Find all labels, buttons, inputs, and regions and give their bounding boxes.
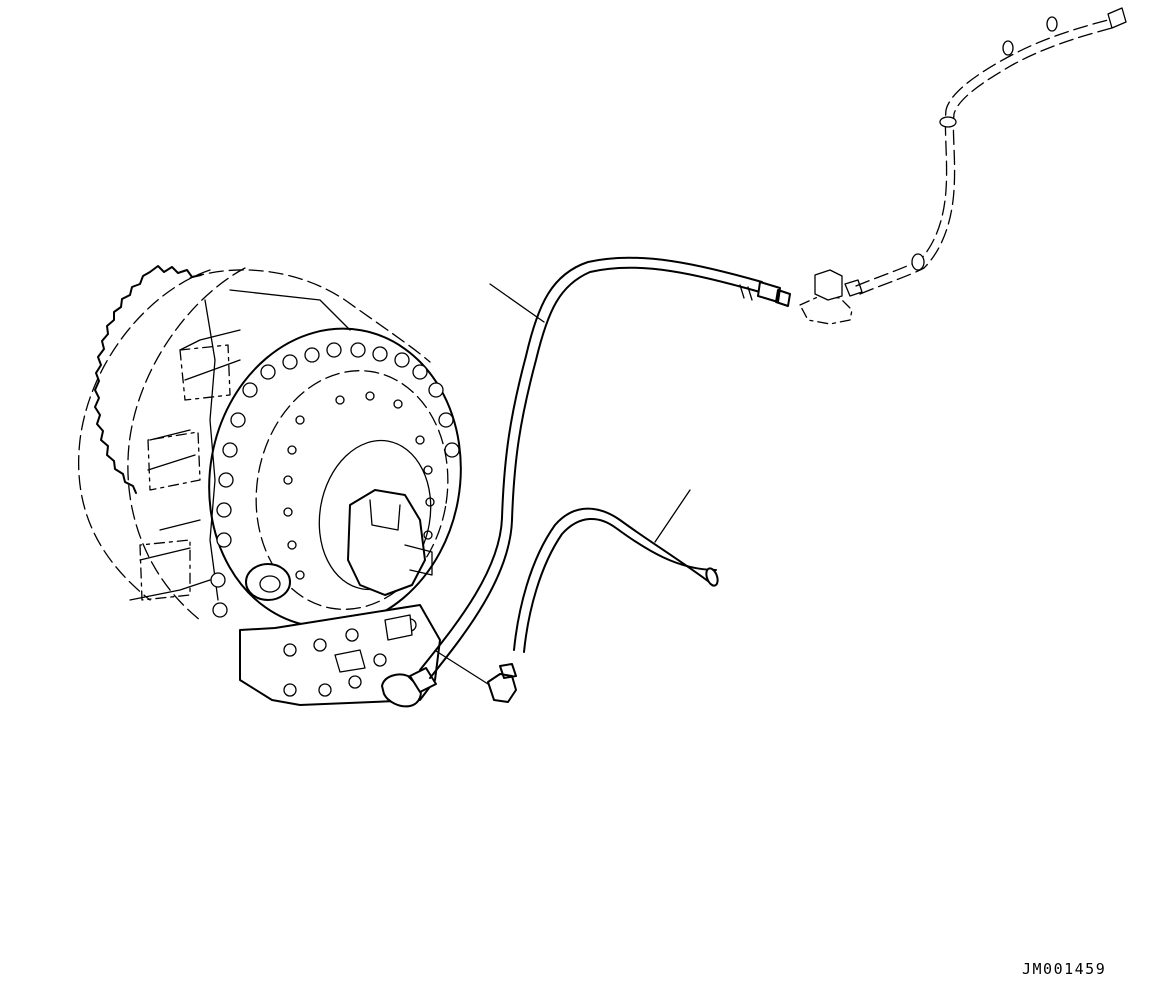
valve-body <box>799 295 853 325</box>
leader-line-hose-short <box>654 489 691 543</box>
valve-assembly <box>799 7 1127 325</box>
gear-ring <box>94 265 202 494</box>
elbow-fitting-lower <box>381 673 422 708</box>
elbow-fitting-right <box>487 663 517 703</box>
pilot-line-clamps <box>911 16 1058 271</box>
front-flange-inner <box>255 370 449 610</box>
drawing-code: JM001459 <box>1022 960 1107 978</box>
hose-long <box>419 256 791 679</box>
hose-short-end <box>705 567 719 587</box>
front-flange-core <box>318 439 432 591</box>
housing-top-2 <box>229 289 351 331</box>
hose-long-outline-a <box>429 266 761 679</box>
alignment-line <box>435 650 489 685</box>
housing-top <box>189 269 431 363</box>
housing-panels <box>139 344 231 601</box>
hose-short-outline-b <box>523 517 717 653</box>
output-hub <box>347 489 426 596</box>
hose-long-ferrule <box>739 284 753 301</box>
face-holes <box>283 391 435 580</box>
pilot-line-a <box>855 19 1109 287</box>
output-hub-detail <box>369 499 433 576</box>
valve-body-top <box>814 269 843 301</box>
leader-line-hose-long <box>489 283 545 323</box>
hose-long-end-fitting <box>757 281 791 307</box>
flange-bolts <box>210 342 460 618</box>
hose-short-outline-a <box>513 507 713 651</box>
pilot-line-end <box>1107 7 1127 29</box>
valve-port <box>844 279 863 297</box>
transmission-housing <box>78 265 462 706</box>
housing-ribs <box>129 299 241 601</box>
plate-fitting <box>334 614 413 673</box>
fittings <box>381 650 517 708</box>
pilot-line-b <box>859 27 1113 295</box>
drum-outline-2 <box>127 267 246 621</box>
side-boss <box>245 563 291 601</box>
hose-long-outline-b <box>419 256 763 671</box>
hose-short <box>513 489 719 653</box>
drum-outline <box>78 269 211 601</box>
side-boss-inner <box>259 575 281 593</box>
